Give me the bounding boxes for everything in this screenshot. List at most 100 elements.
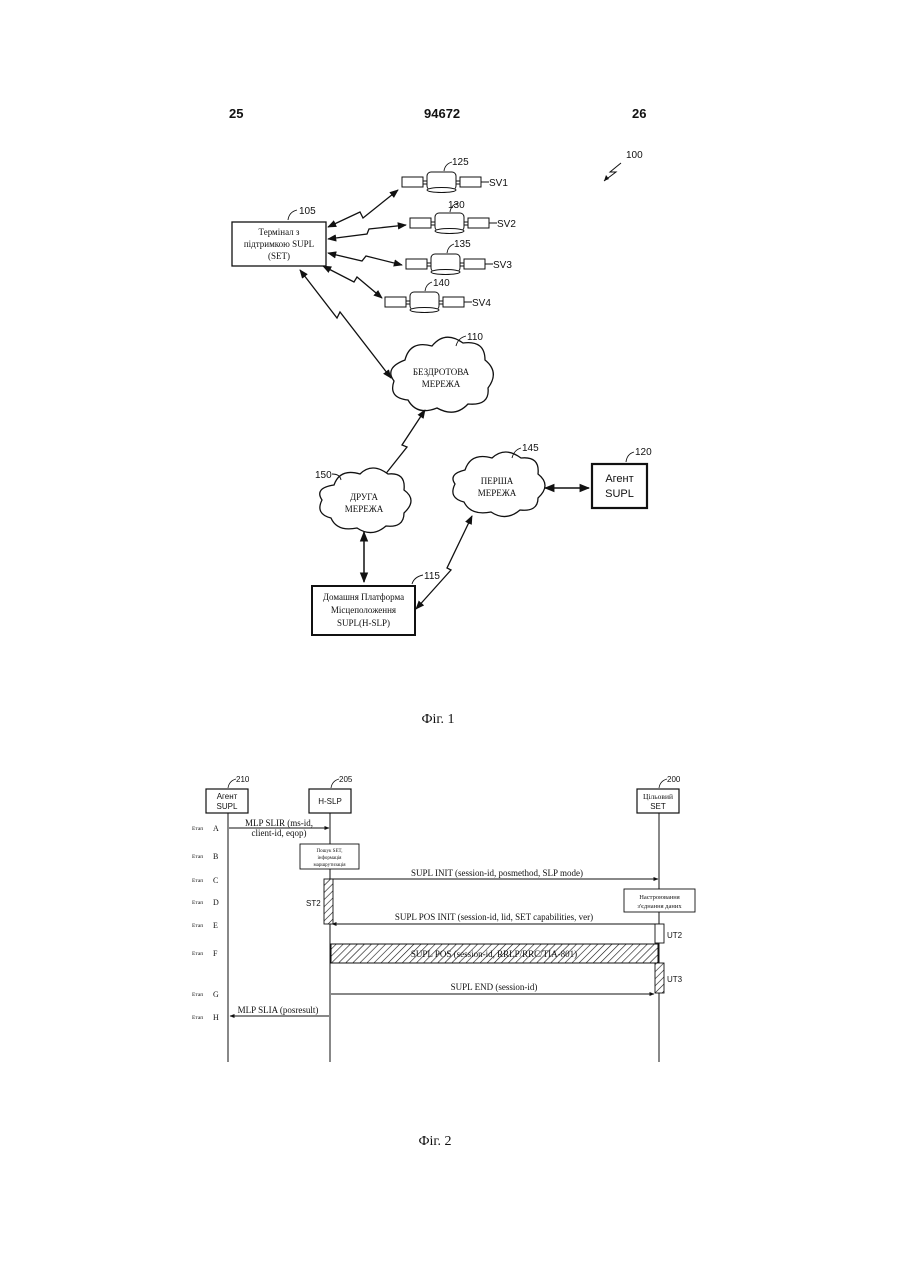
svg-text:D: D [213,898,219,907]
satellite-sv1: SV1 125 [402,157,508,193]
svg-text:120: 120 [635,447,652,458]
svg-text:ДРУГА: ДРУГА [350,492,379,502]
svg-text:SET: SET [650,802,666,811]
svg-text:150: 150 [315,470,332,481]
svg-text:100: 100 [626,150,643,161]
entity-supl-agent: Агент SUPL 210 [206,775,250,813]
satellite-sv2: SV2 130 [410,200,516,234]
message-mlp-slir: MLP SLIR (ms-id, client-id, eqop) [229,818,329,838]
svg-text:SUPL END (session-id): SUPL END (session-id) [451,982,538,992]
note-data-connection: Настроювання з'єднання даних [624,889,695,912]
svg-text:підтримкою SUPL: підтримкою SUPL [244,239,314,249]
svg-text:Цільовий: Цільовий [643,792,673,801]
wireless-links-satellites [323,190,406,298]
figure-2: Агент SUPL 210 H-SLP 205 Цільовий SET 20… [192,775,695,1149]
svg-text:A: A [213,824,219,833]
svg-text:Етап: Етап [192,923,203,929]
svg-text:Етап: Етап [192,878,203,884]
note-set-lookup: Пошук SET, інформація маршрутизація [300,844,359,869]
svg-text:SUPL(H-SLP): SUPL(H-SLP) [337,618,390,628]
svg-text:SUPL: SUPL [605,488,634,500]
svg-text:130: 130 [448,200,465,211]
svg-text:SV2: SV2 [497,219,516,230]
stage-labels: ЕтапA ЕтапB ЕтапC ЕтапD ЕтапE ЕтапF Етап… [192,824,219,1022]
svg-text:SUPL: SUPL [217,802,238,811]
svg-text:125: 125 [452,157,469,168]
message-supl-pos-init: SUPL POS INIT (session-id, lid, SET capa… [332,912,658,924]
svg-text:SUPL POS INIT (session-id, lid: SUPL POS INIT (session-id, lid, SET capa… [395,912,593,922]
svg-text:110: 110 [467,332,483,343]
svg-text:200: 200 [667,775,681,784]
svg-text:B: B [213,852,218,861]
svg-text:маршрутизація: маршрутизація [313,863,346,868]
svg-text:client-id, eqop): client-id, eqop) [252,828,307,838]
svg-text:(SET): (SET) [268,251,290,261]
svg-text:ST2: ST2 [306,899,321,908]
entity-hslp: H-SLP 205 [309,775,353,813]
svg-text:БЕЗДРОТОВА: БЕЗДРОТОВА [413,367,470,377]
satellite-sv4: SV4 140 [385,278,491,313]
svg-text:з'єднання даних: з'єднання даних [637,903,682,910]
svg-text:Домашня Платформа: Домашня Платформа [323,592,404,602]
svg-text:140: 140 [433,278,450,289]
svg-text:SV3: SV3 [493,260,512,271]
figure-1: 100 Термінал з підтримкою SUPL (SET) 105… [232,150,652,727]
wireless-network-cloud: БЕЗДРОТОВА МЕРЕЖА 110 [391,332,494,412]
fig1-caption: Фіг. 1 [421,712,454,727]
set-terminal-box: Термінал з підтримкою SUPL (SET) 105 [232,206,326,266]
link-set-wireless [300,270,391,378]
svg-text:205: 205 [339,775,353,784]
message-supl-init: SUPL INIT (session-id, posmethod, SLP mo… [331,868,658,879]
svg-text:Етап: Етап [192,826,203,832]
svg-text:МЕРЕЖА: МЕРЕЖА [478,488,517,498]
supl-agent-box: Агент SUPL 120 [592,447,652,508]
svg-text:MLP SLIA (posresult): MLP SLIA (posresult) [238,1005,319,1015]
svg-text:210: 210 [236,775,250,784]
svg-text:SUPL INIT (session-id, posmeth: SUPL INIT (session-id, posmethod, SLP mo… [411,868,583,878]
system-ref: 100 [604,150,643,181]
svg-text:E: E [213,921,218,930]
svg-text:F: F [213,949,218,958]
link-first-hslp [416,516,472,609]
svg-text:MLP SLIR (ms-id,: MLP SLIR (ms-id, [245,818,313,828]
svg-text:145: 145 [522,443,539,454]
svg-text:UT2: UT2 [667,931,683,940]
svg-text:Етап: Етап [192,992,203,998]
timer-ut2: UT2 [655,924,683,943]
svg-text:Місцеположення: Місцеположення [331,605,396,615]
svg-text:H: H [213,1013,219,1022]
link-wireless-second [380,410,425,481]
svg-text:SV1: SV1 [489,178,508,189]
svg-text:Термінал з: Термінал з [259,227,300,237]
first-network-cloud: ПЕРША МЕРЕЖА 145 [453,443,545,517]
svg-text:Пошук SET,: Пошук SET, [317,849,343,854]
timer-ut3: UT3 [655,963,683,993]
svg-text:115: 115 [424,571,440,582]
svg-text:SUPL POS (session-id, RRLP/RRC: SUPL POS (session-id, RRLP/RRC/TIA-801) [411,949,577,959]
fig2-caption: Фіг. 2 [418,1134,451,1149]
message-mlp-slia: MLP SLIA (posresult) [230,1005,329,1016]
svg-text:C: C [213,876,218,885]
svg-text:Настроювання: Настроювання [639,894,680,901]
timer-st2: ST2 [306,879,333,924]
svg-text:135: 135 [454,239,471,250]
svg-text:Етап: Етап [192,854,203,860]
svg-text:ПЕРША: ПЕРША [481,476,514,486]
svg-text:інформація: інформація [318,856,343,861]
svg-text:G: G [213,990,219,999]
svg-text:Етап: Етап [192,951,203,957]
second-network-cloud: ДРУГА МЕРЕЖА 150 [315,468,411,533]
svg-text:Етап: Етап [192,900,203,906]
entity-target-set: Цільовий SET 200 [637,775,681,813]
svg-text:UT3: UT3 [667,975,683,984]
message-supl-pos: SUPL POS (session-id, RRLP/RRC/TIA-801) [331,944,658,963]
svg-text:SV4: SV4 [472,298,491,309]
svg-text:МЕРЕЖА: МЕРЕЖА [422,379,461,389]
satellite-sv3: SV3 135 [406,239,512,275]
svg-text:МЕРЕЖА: МЕРЕЖА [345,504,384,514]
svg-text:Агент: Агент [605,473,633,485]
svg-text:105: 105 [299,206,316,217]
message-supl-end: SUPL END (session-id) [331,982,654,994]
svg-text:H-SLP: H-SLP [318,797,342,806]
